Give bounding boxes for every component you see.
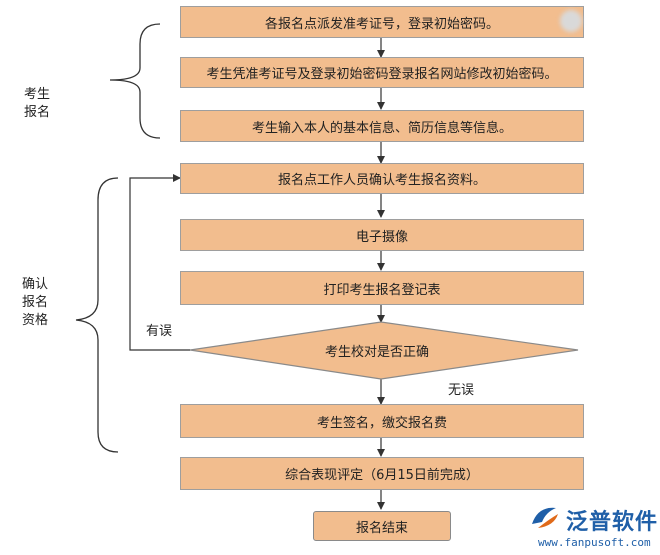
step-text: 各报名点派发准考证号，登录初始密码。 (264, 16, 499, 32)
step-text: 考生凭准考证号及登录初始密码登录报名网站修改初始密码。 (206, 67, 558, 82)
step-box-evaluation: 综合表现评定（6月15日前完成） (180, 457, 584, 490)
logo-name: 泛普软件 (566, 510, 659, 535)
step-text: 综合表现评定（6月15日前完成） (285, 468, 479, 483)
step-box-change-password: 考生凭准考证号及登录初始密码登录报名网站修改初始密码。 (180, 57, 584, 88)
group-label-line: 报名 (24, 105, 51, 120)
step-text: 报名点工作人员确认考生报名资料。 (277, 173, 486, 188)
group-label-qualification: 确认 报名 资格 (22, 276, 52, 330)
group-label-line: 资格 (22, 313, 49, 328)
step-box-staff-confirm: 报名点工作人员确认考生报名资料。 (180, 163, 584, 194)
corner-blur-decoration (560, 10, 582, 32)
step-box-issue-ticket: 各报名点派发准考证号，登录初始密码。 (180, 6, 584, 38)
step-text: 电子摄像 (355, 229, 408, 245)
group-label-line: 报名 (22, 295, 49, 310)
decision-no-label: 有误 (146, 324, 173, 339)
decision-diamond (189, 321, 579, 380)
logo-url: www.fanpusoft.com (538, 536, 651, 549)
decision-yes-label: 无误 (448, 383, 475, 398)
step-box-enter-info: 考生输入本人的基本信息、简历信息等信息。 (180, 110, 584, 142)
qualification-brace (75, 177, 119, 453)
group-label-line: 确认 (22, 277, 49, 292)
registration-brace (109, 23, 161, 139)
step-text: 打印考生报名登记表 (323, 282, 441, 298)
end-box: 报名结束 (313, 511, 451, 541)
feedback-loop-line (129, 174, 190, 351)
group-label-line: 考生 (24, 87, 51, 102)
step-box-sign-pay: 考生签名，缴交报名费 (180, 404, 584, 438)
step-box-print-form: 打印考生报名登记表 (180, 271, 584, 305)
step-text: 考生输入本人的基本信息、简历信息等信息。 (251, 120, 512, 136)
step-text: 考生签名，缴交报名费 (316, 415, 447, 431)
step-box-photo: 电子摄像 (180, 219, 584, 251)
fanpu-logo-icon (532, 507, 558, 528)
end-text: 报名结束 (355, 520, 408, 536)
group-label-registration: 考生 报名 (24, 86, 54, 122)
decision-text: 考生校对是否正确 (325, 345, 430, 360)
